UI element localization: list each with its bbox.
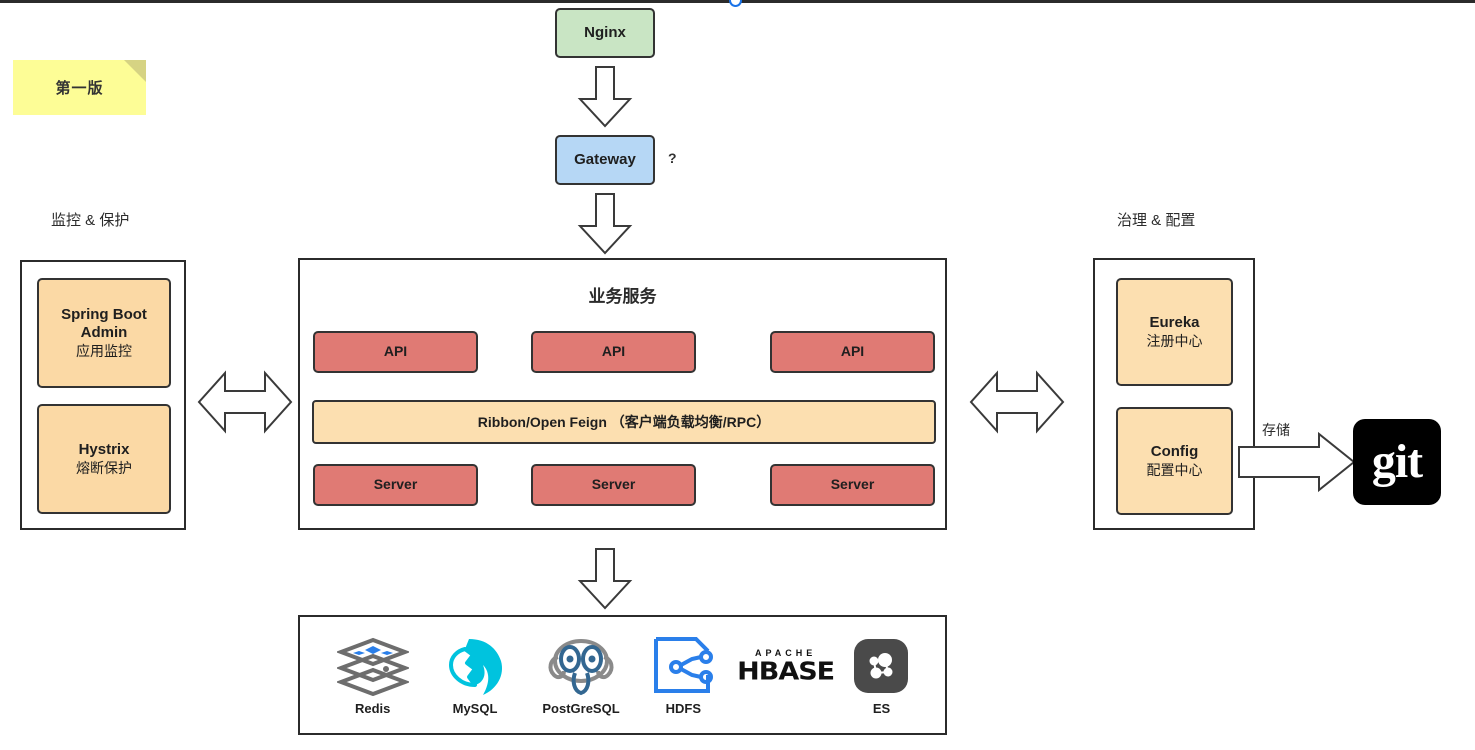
node-spring-boot-admin-sub: 应用监控 [76,343,132,359]
node-api-1[interactable]: API [313,331,478,373]
elasticsearch-icon [854,635,909,697]
datastore-mysql[interactable]: MySQL [423,635,526,716]
node-nginx[interactable]: Nginx [555,8,655,58]
store-arrow-label: 存储 [1262,422,1290,438]
node-hystrix[interactable]: Hystrix 熔断保护 [37,404,171,514]
datastore-redis[interactable]: Redis [322,635,423,716]
hbase-main-text: HBASE [737,657,835,686]
node-api-3-label: API [840,343,865,360]
node-server-1-label: Server [373,476,418,493]
panel-monitoring-protection: Spring Boot Admin 应用监控 Hystrix 熔断保护 [20,260,186,530]
node-config-name: Config [1150,442,1199,460]
arrow-business-to-governance [969,370,1065,434]
git-logo-label: git [1371,435,1423,488]
sticky-note-label: 第一版 [55,80,104,97]
node-gateway[interactable]: Gateway [555,135,655,185]
datastore-es-label: ES [872,700,891,716]
node-eureka-sub: 注册中心 [1146,332,1203,349]
node-gateway-label: Gateway [574,150,636,168]
panel-governance-config: Eureka 注册中心 Config 配置中心 [1093,258,1255,530]
arrow-monitoring-to-business [197,370,293,434]
node-config-sub: 配置中心 [1146,461,1203,478]
datastore-es[interactable]: ES [840,635,923,716]
hdfs-icon [648,635,718,697]
arrow-gateway-to-business [577,193,633,255]
node-nginx-label: Nginx [584,23,626,41]
right-section-caption: 治理 & 配置 [1117,212,1196,229]
blue-circle-artifact-icon [729,0,742,7]
node-eureka-name: Eureka [1149,313,1200,331]
datastore-postgresql-label: PostGreSQL [542,700,620,716]
node-ribbon-openfeign-label: Ribbon/Open Feign （客户端负载均衡/RPC） [477,414,771,430]
mysql-dolphin-icon [439,635,511,697]
node-server-1[interactable]: Server [313,464,478,506]
node-config[interactable]: Config 配置中心 [1116,407,1233,515]
postgresql-elephant-icon [542,635,620,697]
datastore-redis-label: Redis [354,700,391,716]
node-ribbon-openfeign[interactable]: Ribbon/Open Feign （客户端负载均衡/RPC） [312,400,936,444]
datastore-hbase[interactable]: APACHE HBASE [731,636,840,714]
node-hystrix-sub: 熔断保护 [76,459,132,476]
left-section-caption: 监控 & 保护 [51,212,130,229]
datastore-hdfs-label: HDFS [665,700,702,716]
redis-icon [336,635,409,697]
node-hystrix-name: Hystrix [78,440,130,458]
datastore-row: Redis MySQL [300,617,945,733]
sticky-note-version: 第一版 [13,60,146,115]
sticky-note-fold-icon [124,60,146,82]
datastore-hdfs[interactable]: HDFS [635,635,731,716]
arrow-business-to-datastores [577,548,633,610]
node-server-3-label: Server [830,476,875,493]
datastore-mysql-label: MySQL [452,700,498,716]
panel-business-services-title: 业务服务 [588,287,657,306]
node-eureka[interactable]: Eureka 注册中心 [1116,278,1233,386]
node-spring-boot-admin[interactable]: Spring Boot Admin 应用监控 [37,278,171,388]
arrow-config-to-git [1238,431,1356,493]
node-server-3[interactable]: Server [770,464,935,506]
hbase-wordmark-icon: APACHE HBASE [737,636,835,698]
node-api-1-label: API [383,343,408,360]
panel-datastores: Redis MySQL [298,615,947,735]
gateway-question-mark: ? [668,150,677,166]
node-api-2[interactable]: API [531,331,696,373]
node-api-3[interactable]: API [770,331,935,373]
hbase-apache-text: APACHE [754,648,817,658]
node-server-2-label: Server [591,476,636,493]
node-spring-boot-admin-name: Spring Boot Admin [61,305,147,342]
node-server-2[interactable]: Server [531,464,696,506]
git-logo-icon: git [1353,419,1441,505]
datastore-postgresql[interactable]: PostGreSQL [527,635,636,716]
node-api-2-label: API [601,343,626,360]
arrow-nginx-to-gateway [577,66,633,128]
